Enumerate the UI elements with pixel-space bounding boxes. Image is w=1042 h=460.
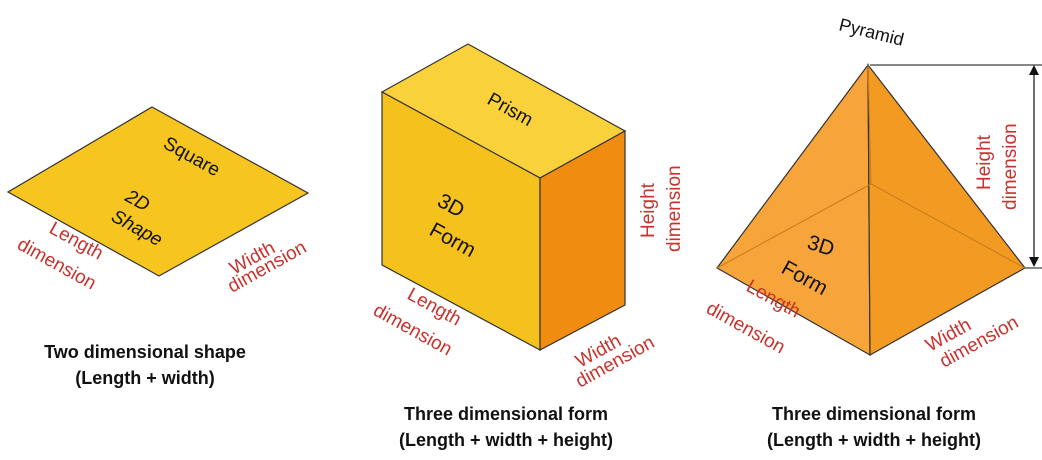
prism-figure: Prism 3D Form Height dimension Length di… xyxy=(370,43,685,450)
square-figure: Square 2D Shape Length dimension Width d… xyxy=(6,106,310,388)
square-caption-1: Two dimensional shape xyxy=(44,342,246,362)
pyramid-right-face xyxy=(867,63,1026,357)
pyramid-hidden-edge xyxy=(870,183,1026,269)
pyramid-height-label-1: Height xyxy=(974,134,995,190)
prism-height-label-2: dimension xyxy=(664,165,685,252)
pyramid-caption-1: Three dimensional form xyxy=(772,404,976,424)
square-shape xyxy=(6,106,310,277)
pyramid-height-label-2: dimension xyxy=(1000,123,1021,210)
pyramid-name-label: Pyramid xyxy=(837,14,906,49)
prism-side-face xyxy=(539,129,626,351)
square-caption-2: (Length + width) xyxy=(75,368,214,388)
pyramid-figure: Pyramid 3D Form Height dimension Length … xyxy=(703,14,1042,450)
prism-caption-1: Three dimensional form xyxy=(404,404,608,424)
pyramid-caption-2: (Length + width + height) xyxy=(767,430,981,450)
pyramid-hidden-edge xyxy=(716,183,872,269)
prism-caption-2: (Length + width + height) xyxy=(399,430,613,450)
pyramid-hidden-edge xyxy=(867,64,872,185)
prism-height-label-1: Height xyxy=(638,182,659,238)
